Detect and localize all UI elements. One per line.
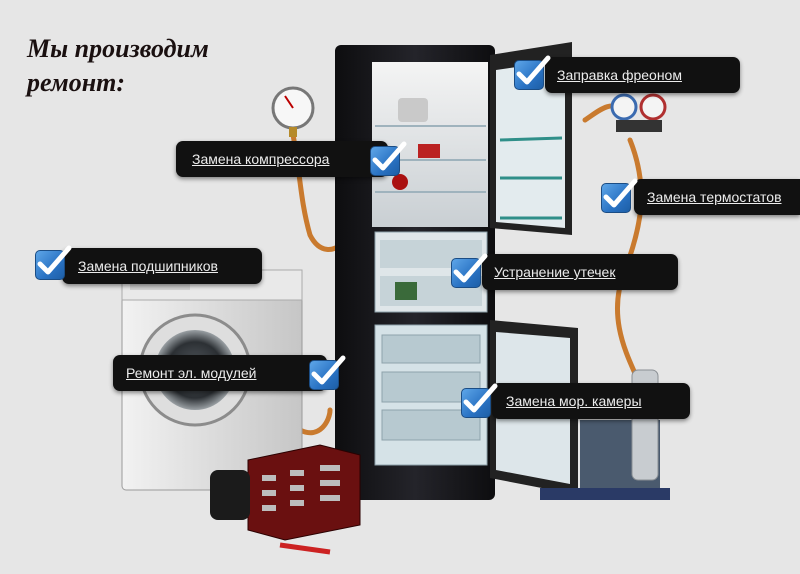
- service-label-modules[interactable]: Ремонт эл. модулей: [113, 355, 327, 391]
- compressor-unit: [540, 369, 670, 500]
- service-link-freezer[interactable]: Замена мор. камеры: [506, 393, 642, 409]
- service-label-bearings[interactable]: Замена подшипников: [62, 248, 262, 284]
- service-label-thermostat[interactable]: Замена термостатов: [634, 179, 800, 215]
- service-label-freezer[interactable]: Замена мор. камеры: [492, 383, 690, 419]
- service-link-modules[interactable]: Ремонт эл. модулей: [126, 365, 257, 381]
- checkbox-checked-icon: [309, 354, 346, 390]
- service-label-compressor[interactable]: Замена компрессора: [176, 141, 388, 177]
- service-label-leaks[interactable]: Устранение утечек: [482, 254, 678, 290]
- checkbox-checked-icon: [514, 54, 551, 90]
- checkbox-checked-icon: [601, 177, 638, 213]
- page-title: Мы производим ремонт:: [27, 32, 287, 100]
- tool-case: [210, 444, 361, 555]
- checkbox-checked-icon: [35, 244, 72, 280]
- checkbox-checked-icon: [370, 140, 407, 176]
- service-link-thermostat[interactable]: Замена термостатов: [647, 189, 782, 205]
- service-link-leaks[interactable]: Устранение утечек: [494, 264, 616, 280]
- service-link-freon[interactable]: Заправка фреоном: [557, 67, 682, 83]
- service-label-freon[interactable]: Заправка фреоном: [545, 57, 740, 93]
- service-link-bearings[interactable]: Замена подшипников: [78, 258, 218, 274]
- checkbox-checked-icon: [461, 382, 498, 418]
- manifold-gauges-icon: [610, 93, 667, 132]
- title-line-2: ремонт:: [27, 68, 126, 97]
- title-line-1: Мы производим: [27, 34, 209, 63]
- service-link-compressor[interactable]: Замена компрессора: [192, 151, 330, 167]
- pressure-gauge-icon: [271, 86, 315, 137]
- checkbox-checked-icon: [451, 252, 488, 288]
